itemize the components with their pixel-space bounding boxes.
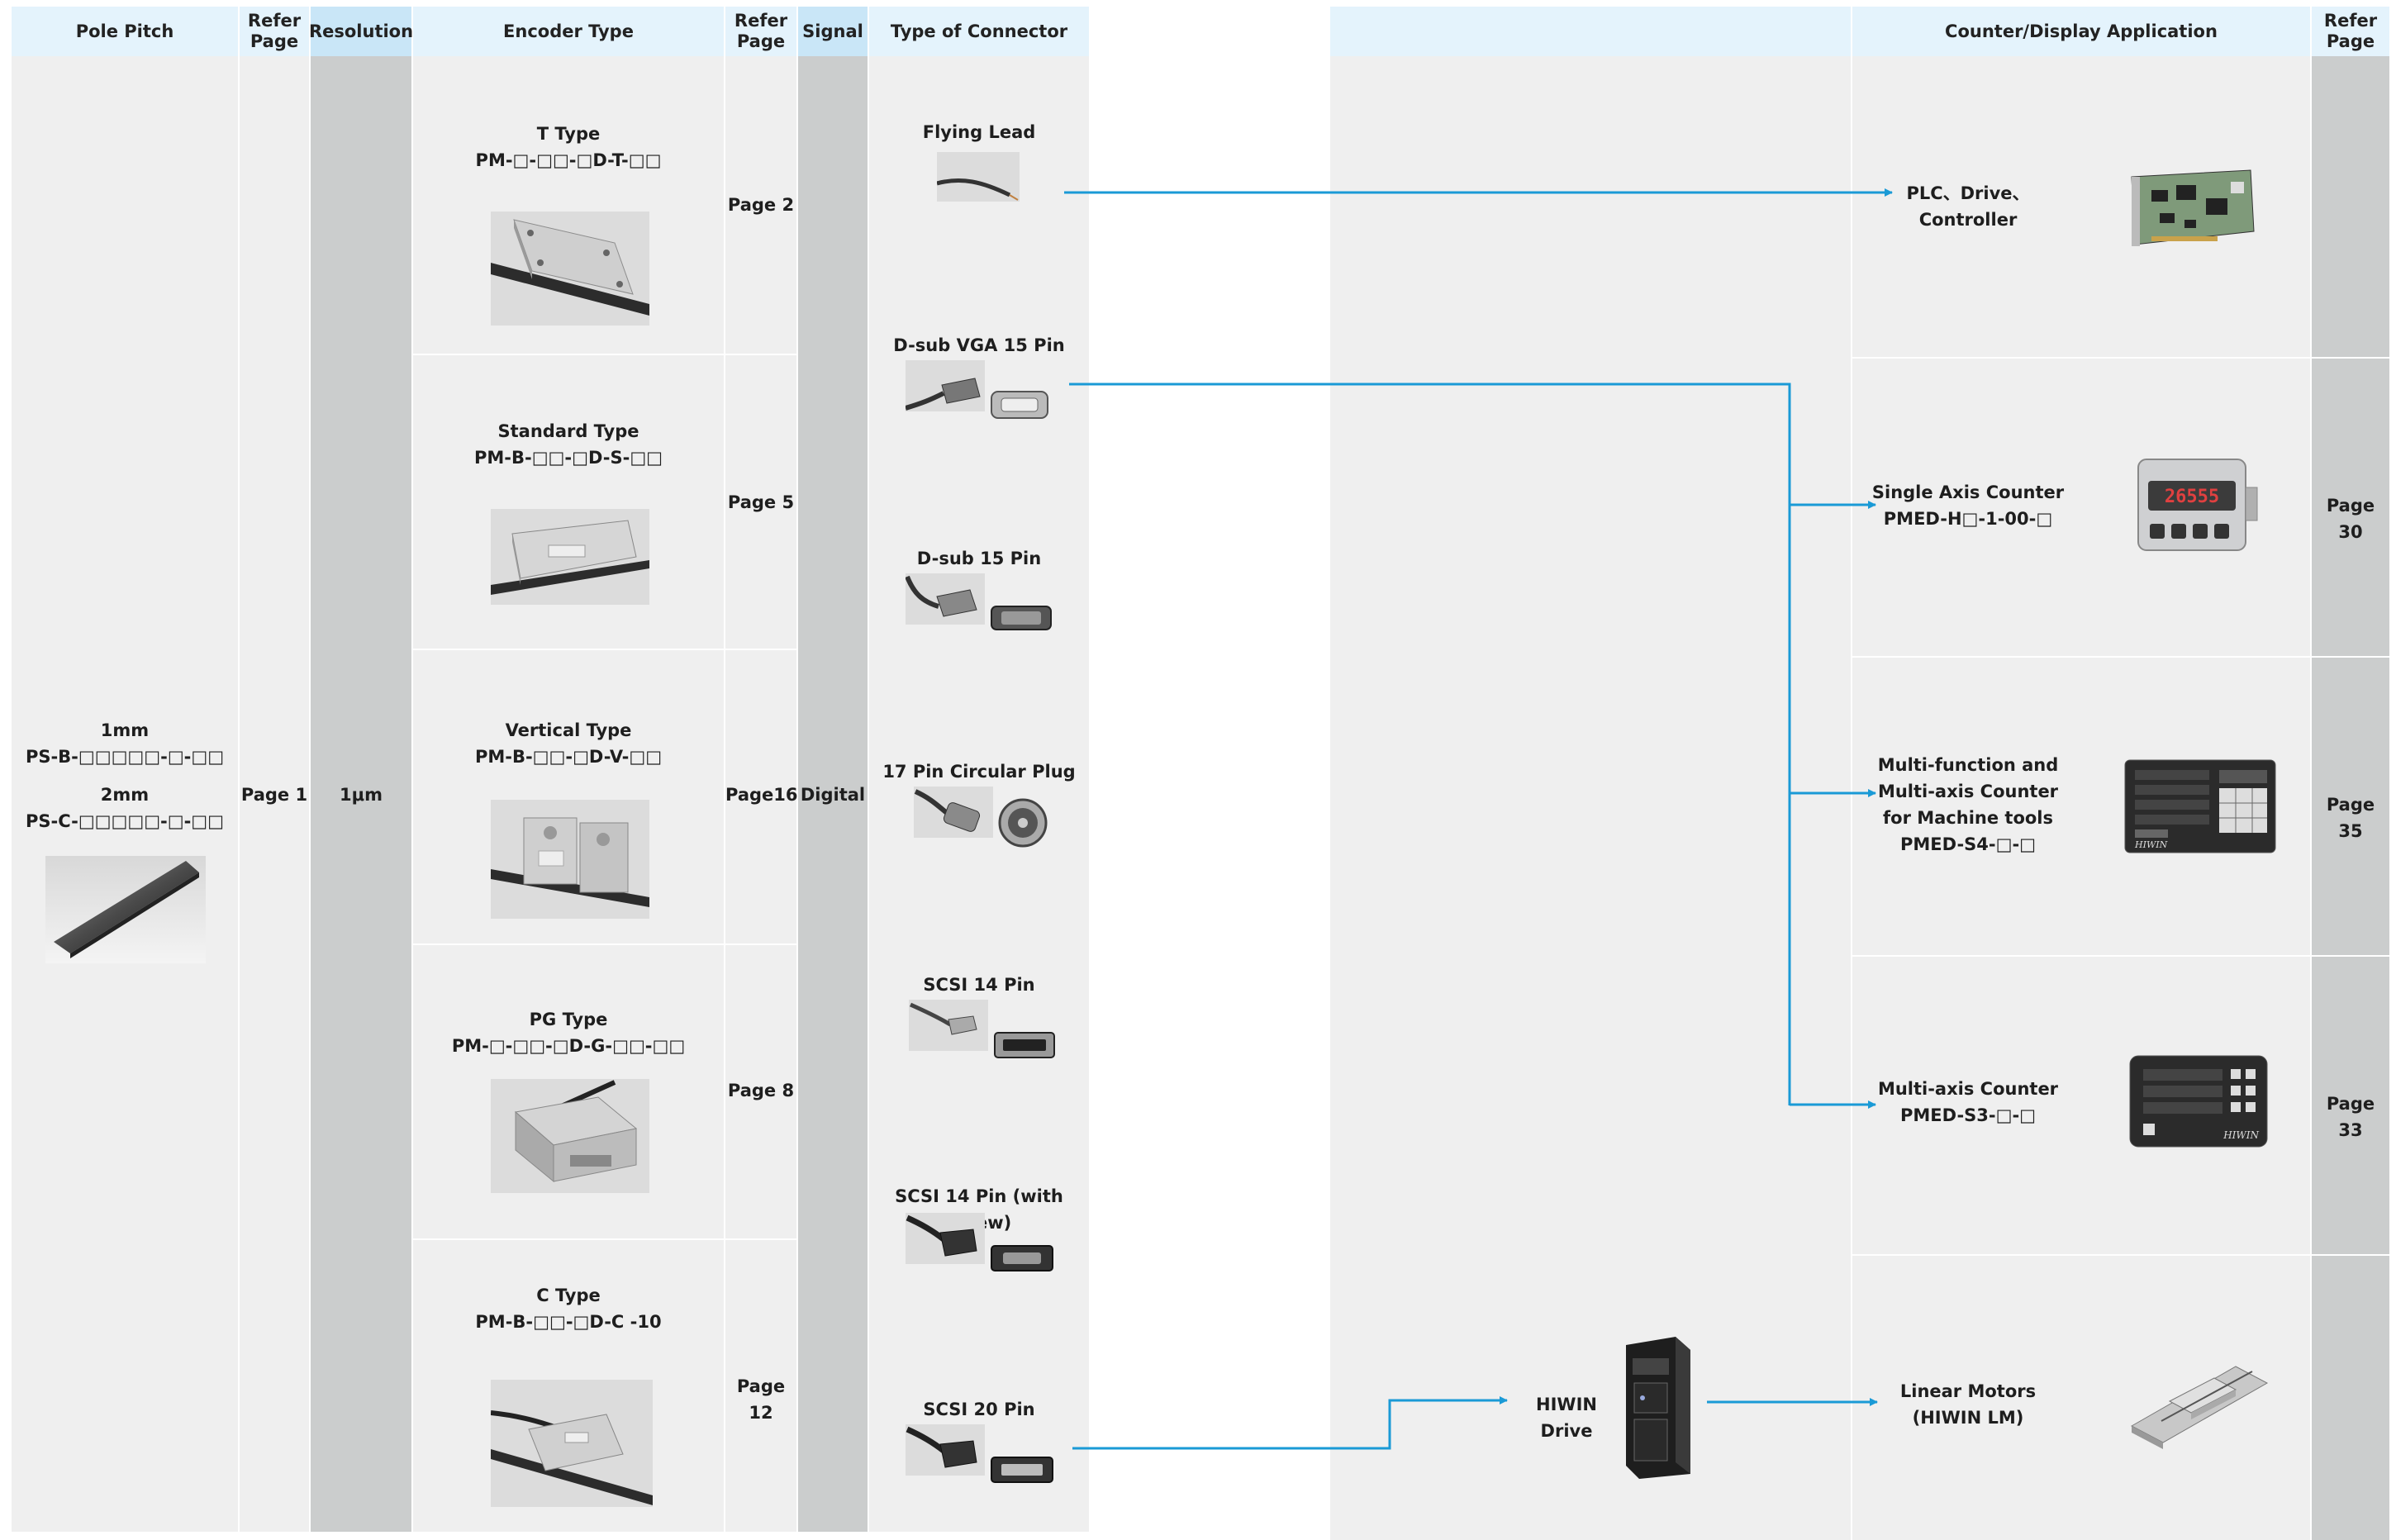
dsub-vga-connector-icon [906,360,1048,419]
encoder-c-page: Page 12 [736,1376,786,1423]
col-signal [798,56,868,1532]
header-resolution: Resolution [309,7,413,56]
col-refer-page-3 [2312,56,2389,1540]
encoder-t-page: Page 2 [727,195,795,215]
c-type-encoder-icon [491,1380,653,1507]
encoder-standard-name: Standard Type [497,421,639,441]
app-single-axis-page: Page 30 [2326,496,2375,542]
header-middle [1330,7,1851,56]
multi-axis-counter-icon: HIWIN [2129,1055,2268,1148]
encoder-standard-code: PM-B-□□-□D-S-□□ [473,448,663,468]
header-signal: Signal [798,7,868,56]
encoder-pg-name: PG Type [529,1010,608,1029]
scsi-connector-icon [909,1000,1055,1058]
encoder-c-name: C Type [536,1286,601,1305]
circular-plug-icon [914,787,1048,848]
flying-lead-cable-icon [937,152,1020,202]
dsub-connector-icon [906,573,1052,630]
pole-pitch-line1: 1mm [100,720,150,740]
col-refer-page-2 [725,56,796,1532]
connector-scsi-14-label: SCSI 14 Pin [923,975,1035,995]
col-refer-page-1 [240,56,309,1532]
arrow-dsub-vga-trunk [1069,383,1791,1105]
single-axis-counter-icon: 26555 [2137,459,2258,551]
pg-encoder-icon [491,1079,649,1193]
arrow-scsi20-to-drive [1072,1396,1508,1450]
vertical-encoder-icon [491,800,649,919]
encoder-pg-page: Page 8 [727,1081,795,1100]
connector-flying-lead-label: Flying Lead [922,122,1036,142]
single-axis-counter-readout: 26555 [2165,487,2219,507]
hiwin-drive-label: HIWIN Drive [1536,1395,1597,1441]
encoder-pg-code: PM-□-□□-□D-G-□□-□□ [451,1036,686,1056]
multi-axis-counter-brand: HIWIN [2222,1129,2259,1141]
connector-scsi-14-screw-label: SCSI 14 Pin (with screw) [895,1186,1063,1233]
scsi20-connector-icon [906,1424,1053,1483]
app-single-axis-label: Single Axis Counter PMED-H□-1-00-□ [1871,482,2065,529]
app-multi-function-page: Page 35 [2326,795,2375,841]
header-encoder-type: Encoder Type [413,7,724,56]
t-type-encoder-icon [491,212,649,326]
col-resolution [311,56,411,1532]
pole-pitch-code-b: PS-B-□□□□□-□-□□ [25,747,225,767]
encoder-vertical-name: Vertical Type [505,720,632,740]
connector-circular-plug-label: 17 Pin Circular Plug [882,762,1076,782]
encoder-t-code: PM-□-□□-□D-T-□□ [475,150,662,170]
encoder-c-code: PM-B-□□-□D-C -10 [475,1312,662,1332]
encoder-standard-page: Page 5 [727,492,795,512]
encoder-vertical-code: PM-B-□□-□D-V-□□ [474,747,663,767]
app-plc-label: PLC、Drive、 Controller [1906,183,2030,230]
connector-dsub-vga-label: D-sub VGA 15 Pin [893,335,1065,355]
refer-page-1-value: Page 1 [240,785,308,805]
servo-drive-icon [1626,1337,1690,1479]
pole-pitch-line3: 2mm [100,785,150,805]
signal-value: Digital [800,785,866,805]
app-multi-axis-page: Page 33 [2326,1094,2375,1140]
header-connector-type: Type of Connector [869,7,1089,56]
plc-card-icon [2131,169,2255,246]
connector-dsub-15-label: D-sub 15 Pin [916,549,1042,568]
resolution-value: 1μm [340,785,383,805]
encoder-t-name: T Type [536,124,601,144]
header-refer-page-2: Refer Page [725,7,796,56]
header-pole-pitch: Pole Pitch [12,7,238,56]
standard-encoder-icon [491,509,649,605]
header-refer-page-3: Refer Page [2312,7,2389,56]
col-pole-pitch [12,56,238,1532]
connector-scsi-20-label: SCSI 20 Pin [923,1400,1035,1419]
scsi-screw-connector-icon [906,1213,1053,1271]
app-multi-axis-label: Multi-axis Counter PMED-S3-□-□ [1877,1079,2059,1125]
encoder-vertical-page: Page16 [725,785,798,805]
header-refer-page-1: Refer Page [240,7,309,56]
col-middle [1330,56,1851,1540]
magnetic-scale-strip-image [45,856,206,963]
app-linear-motor-label: Linear Motors (HIWIN LM) [1899,1381,2037,1428]
app-multi-function-label: Multi-function and Multi-axis Counter fo… [1877,755,2059,854]
multi-function-counter-brand: HIWIN [2134,839,2168,850]
linear-motor-icon [2130,1366,2269,1449]
pole-pitch-code-c: PS-C-□□□□□-□-□□ [25,811,224,831]
multi-function-counter-icon: HIWIN [2124,759,2276,853]
header-application: Counter/Display Application [1852,7,2310,56]
